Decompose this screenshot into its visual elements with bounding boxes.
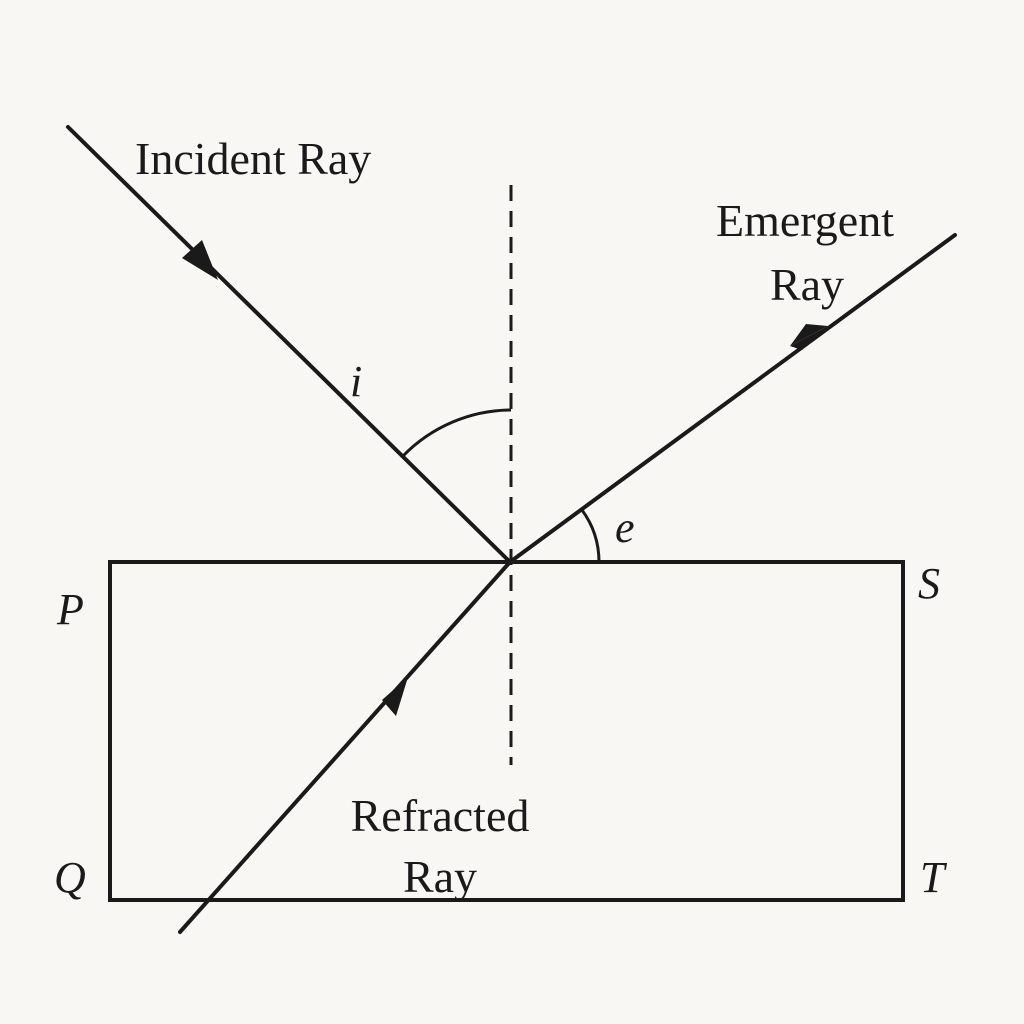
glass-slab-pqts xyxy=(108,560,905,902)
emergent-arrow-icon-fill xyxy=(790,326,828,350)
angle-e-arc xyxy=(580,509,601,563)
emergent-ray-label-line1: Emergent xyxy=(716,195,894,246)
refracted-arrow-icon xyxy=(382,677,408,716)
incident-arrow-icon xyxy=(182,240,218,280)
refracted-ray-label-line1: Refracted xyxy=(351,790,530,841)
refracted-ray xyxy=(178,560,512,934)
incident-ray-label: Incident Ray xyxy=(135,133,371,184)
emergent-ray-label-line2: Ray xyxy=(770,259,844,310)
angle-i-arc xyxy=(401,408,512,458)
angle-i-label: i xyxy=(350,357,362,406)
angle-e-label: e xyxy=(615,503,635,552)
incident-ray xyxy=(66,125,512,564)
corner-q-label: Q xyxy=(54,853,86,902)
corner-t-label: T xyxy=(920,853,948,902)
refracted-ray-label-line2: Ray xyxy=(403,851,477,902)
corner-s-label: S xyxy=(918,559,940,608)
corner-p-label: P xyxy=(56,585,84,634)
emergent-arrow-icon xyxy=(790,324,828,346)
emergent-ray xyxy=(508,233,957,564)
